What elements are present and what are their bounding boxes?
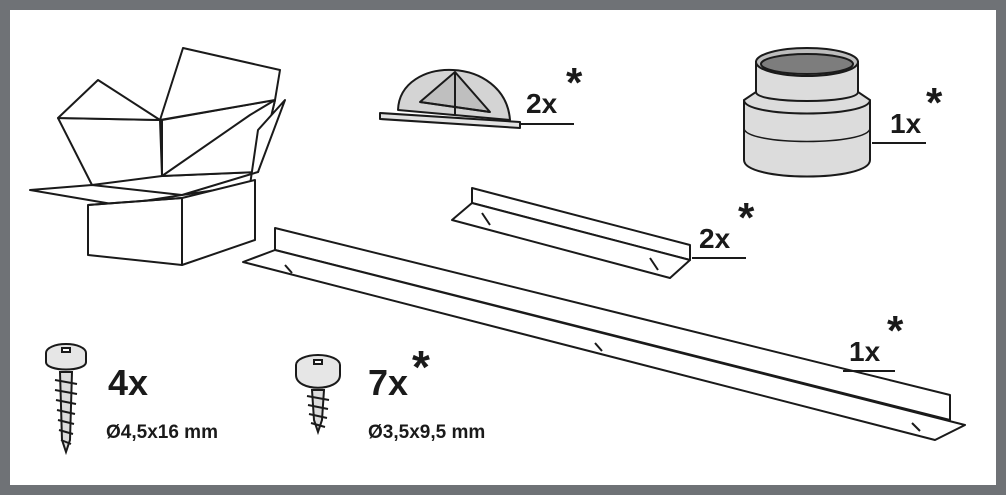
small-screw-icon <box>295 354 341 436</box>
adapter-underline <box>872 142 926 144</box>
damper-flap-icon <box>379 69 521 129</box>
long-rail-optional-mark: * <box>887 307 904 354</box>
short-rail-quantity: 2x <box>699 223 731 254</box>
flap-underline <box>520 123 574 125</box>
cardboard-box-icon <box>29 47 286 266</box>
long-rail-quantity: 1x <box>849 336 881 367</box>
adapter-quantity: 1x <box>890 108 922 139</box>
large-screw-quantity: 4x <box>108 362 149 403</box>
flap-quantity: 2x <box>526 88 558 119</box>
large-screw-icon <box>45 343 87 456</box>
short-rail-optional-mark: * <box>738 194 755 241</box>
adapter-optional-mark: * <box>926 79 943 126</box>
long-rail-underline <box>843 370 895 372</box>
large-screw-spec: Ø4,5x16 mm <box>106 422 218 443</box>
long-rail-icon <box>242 227 966 441</box>
short-rail-icon <box>451 187 691 279</box>
small-screw-optional-mark: * <box>412 341 430 393</box>
short-rail-underline <box>692 257 746 259</box>
small-screw-quantity: 7x <box>368 362 409 403</box>
small-screw-spec: Ø3,5x9,5 mm <box>368 422 486 443</box>
flap-optional-mark: * <box>566 59 583 106</box>
duct-adapter-icon <box>743 47 871 178</box>
